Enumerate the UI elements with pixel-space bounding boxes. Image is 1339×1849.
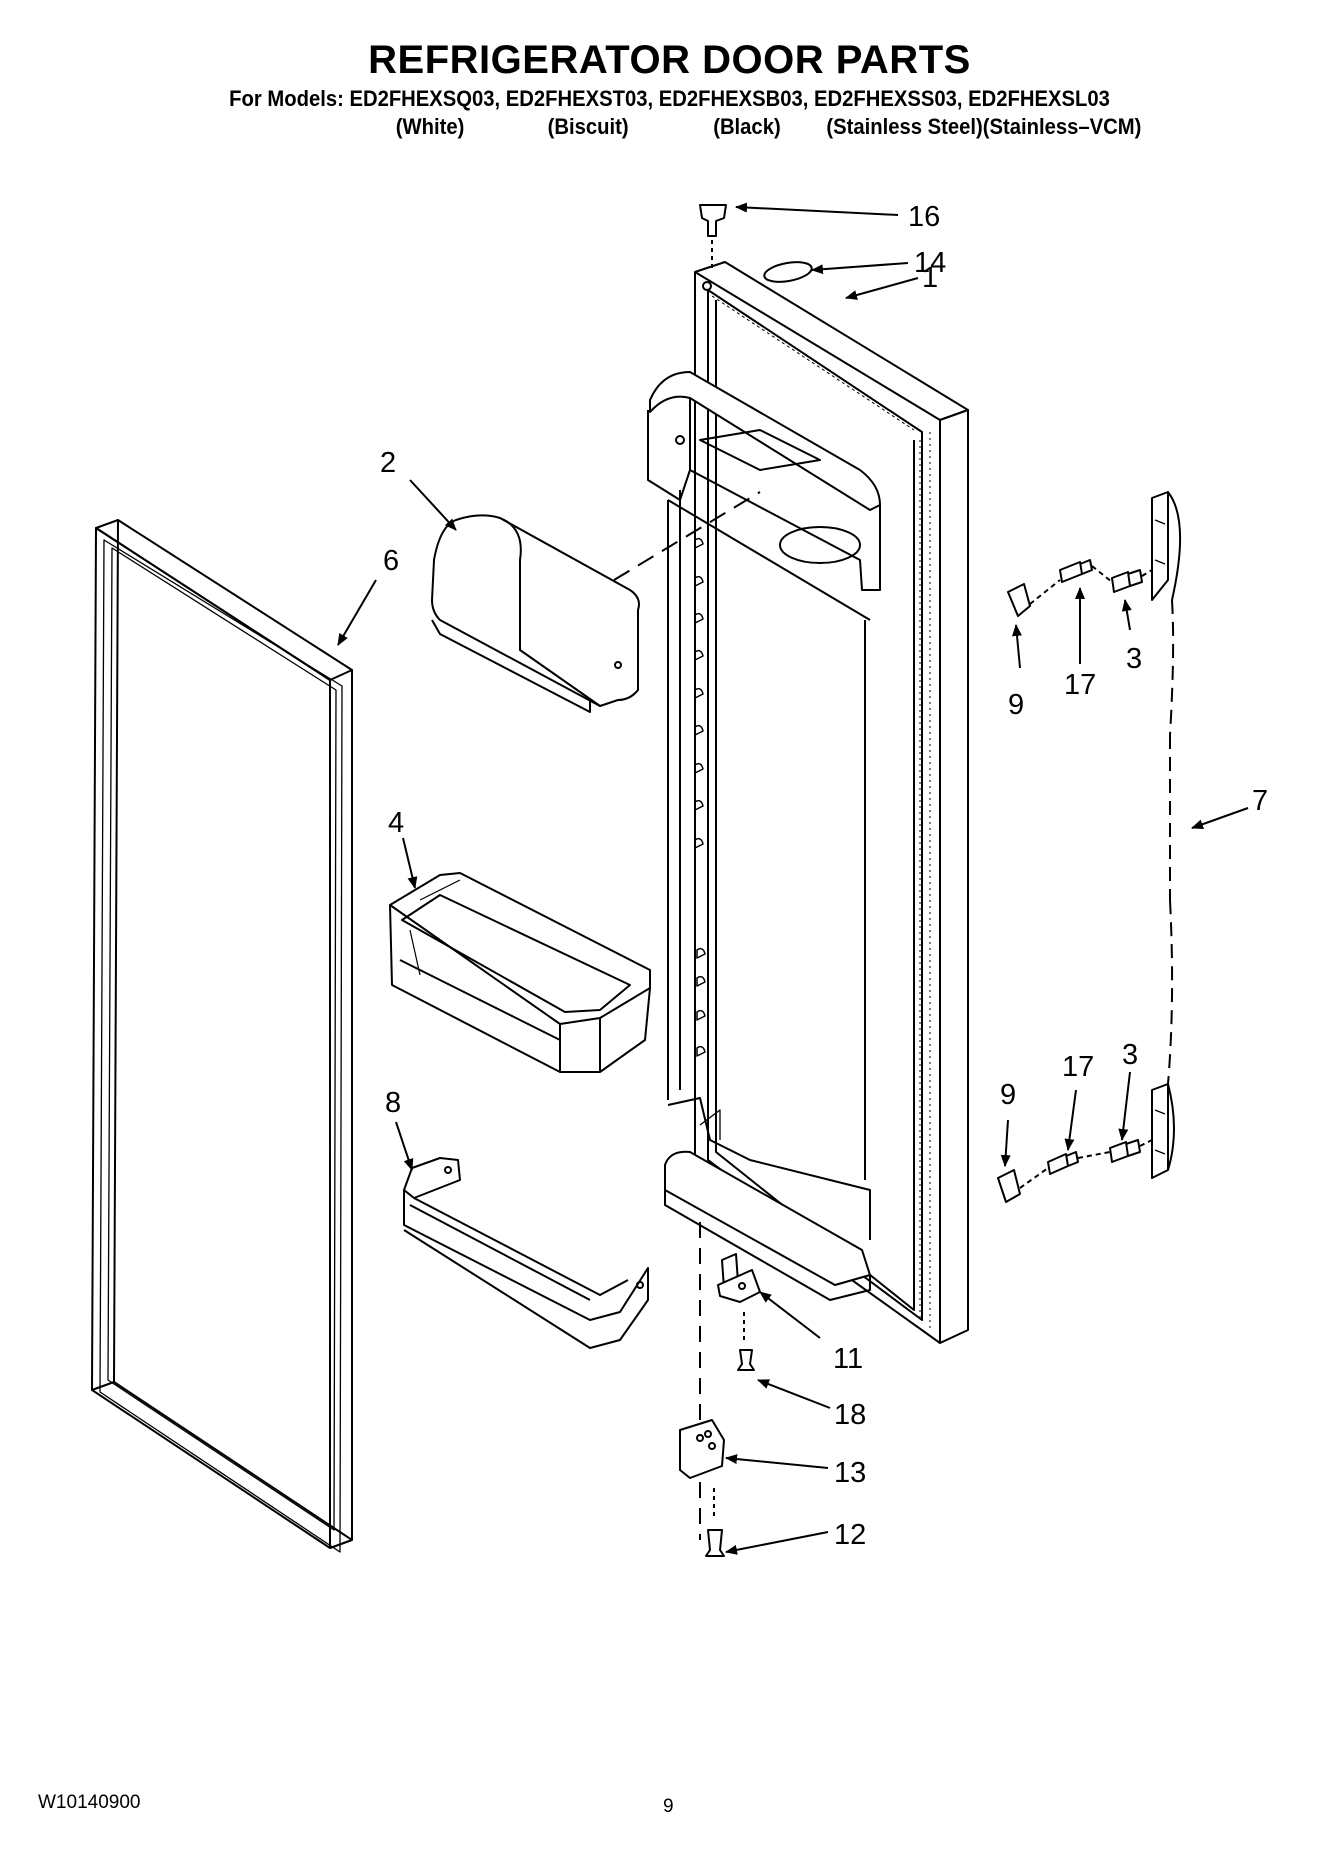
page-title: REFRIGERATOR DOOR PARTS [368,38,971,82]
leader-8 [395,1121,414,1171]
leader-17b [1064,1089,1077,1151]
callout-3b: 3 [1122,1039,1138,1071]
callout-11: 11 [833,1343,863,1375]
leader-14 [811,262,909,275]
callout-16: 16 [908,201,940,233]
callout-8: 8 [385,1087,401,1119]
leader-3b [1118,1071,1131,1141]
door-assembly [647,261,969,1344]
leader-3a [1121,599,1132,631]
leader-2 [409,479,457,531]
callout-6: 6 [383,545,399,577]
door-gasket [91,519,353,1553]
leader-6 [337,579,377,646]
finish-stainless: (Stainless Steel)(Stainless–VCM) [826,114,1142,139]
callout-3a: 3 [1126,643,1142,675]
finish-black: (Black) [713,114,781,139]
callout-2: 2 [380,447,396,479]
leader-1 [845,277,919,300]
leader-9b [1000,1119,1011,1167]
callout-12: 12 [834,1519,866,1551]
leader-4 [402,837,418,889]
leader-9a [1012,624,1022,669]
callout-1: 1 [922,262,938,294]
leader-13 [725,1454,829,1469]
bottom-hinge-stack [679,1222,761,1557]
callout-7: 7 [1252,785,1268,817]
shelf-rail [403,1157,649,1349]
callout-4: 4 [388,807,404,839]
handle-mount-lower [997,1139,1153,1203]
callout-13: 13 [834,1457,866,1489]
callout-17a: 17 [1064,669,1096,701]
callout-9a: 9 [1008,689,1024,721]
callout-9b: 9 [1000,1079,1016,1111]
callout-18: 18 [834,1399,866,1431]
document-number: W10140900 [38,1792,141,1813]
page-number: 9 [663,1796,674,1817]
bushing-ring [763,261,813,283]
leader-7 [1191,807,1249,830]
door-bin [389,872,651,1073]
handle-mount-upper [1007,559,1153,617]
leader-18 [757,1379,831,1409]
finish-biscuit: (Biscuit) [547,114,629,139]
leader-11 [759,1291,821,1339]
door-handle [1151,491,1182,1179]
callout-17b: 17 [1062,1051,1094,1083]
leader-16 [735,202,899,216]
finish-white: (White) [395,114,465,139]
dairy-door [431,514,640,713]
hinge-pin-top [699,204,727,272]
models-line: For Models: ED2FHEXSQ03, ED2FHEXST03, ED… [229,86,1110,111]
callout-14: 14 [914,247,946,279]
leader-12 [725,1531,829,1555]
